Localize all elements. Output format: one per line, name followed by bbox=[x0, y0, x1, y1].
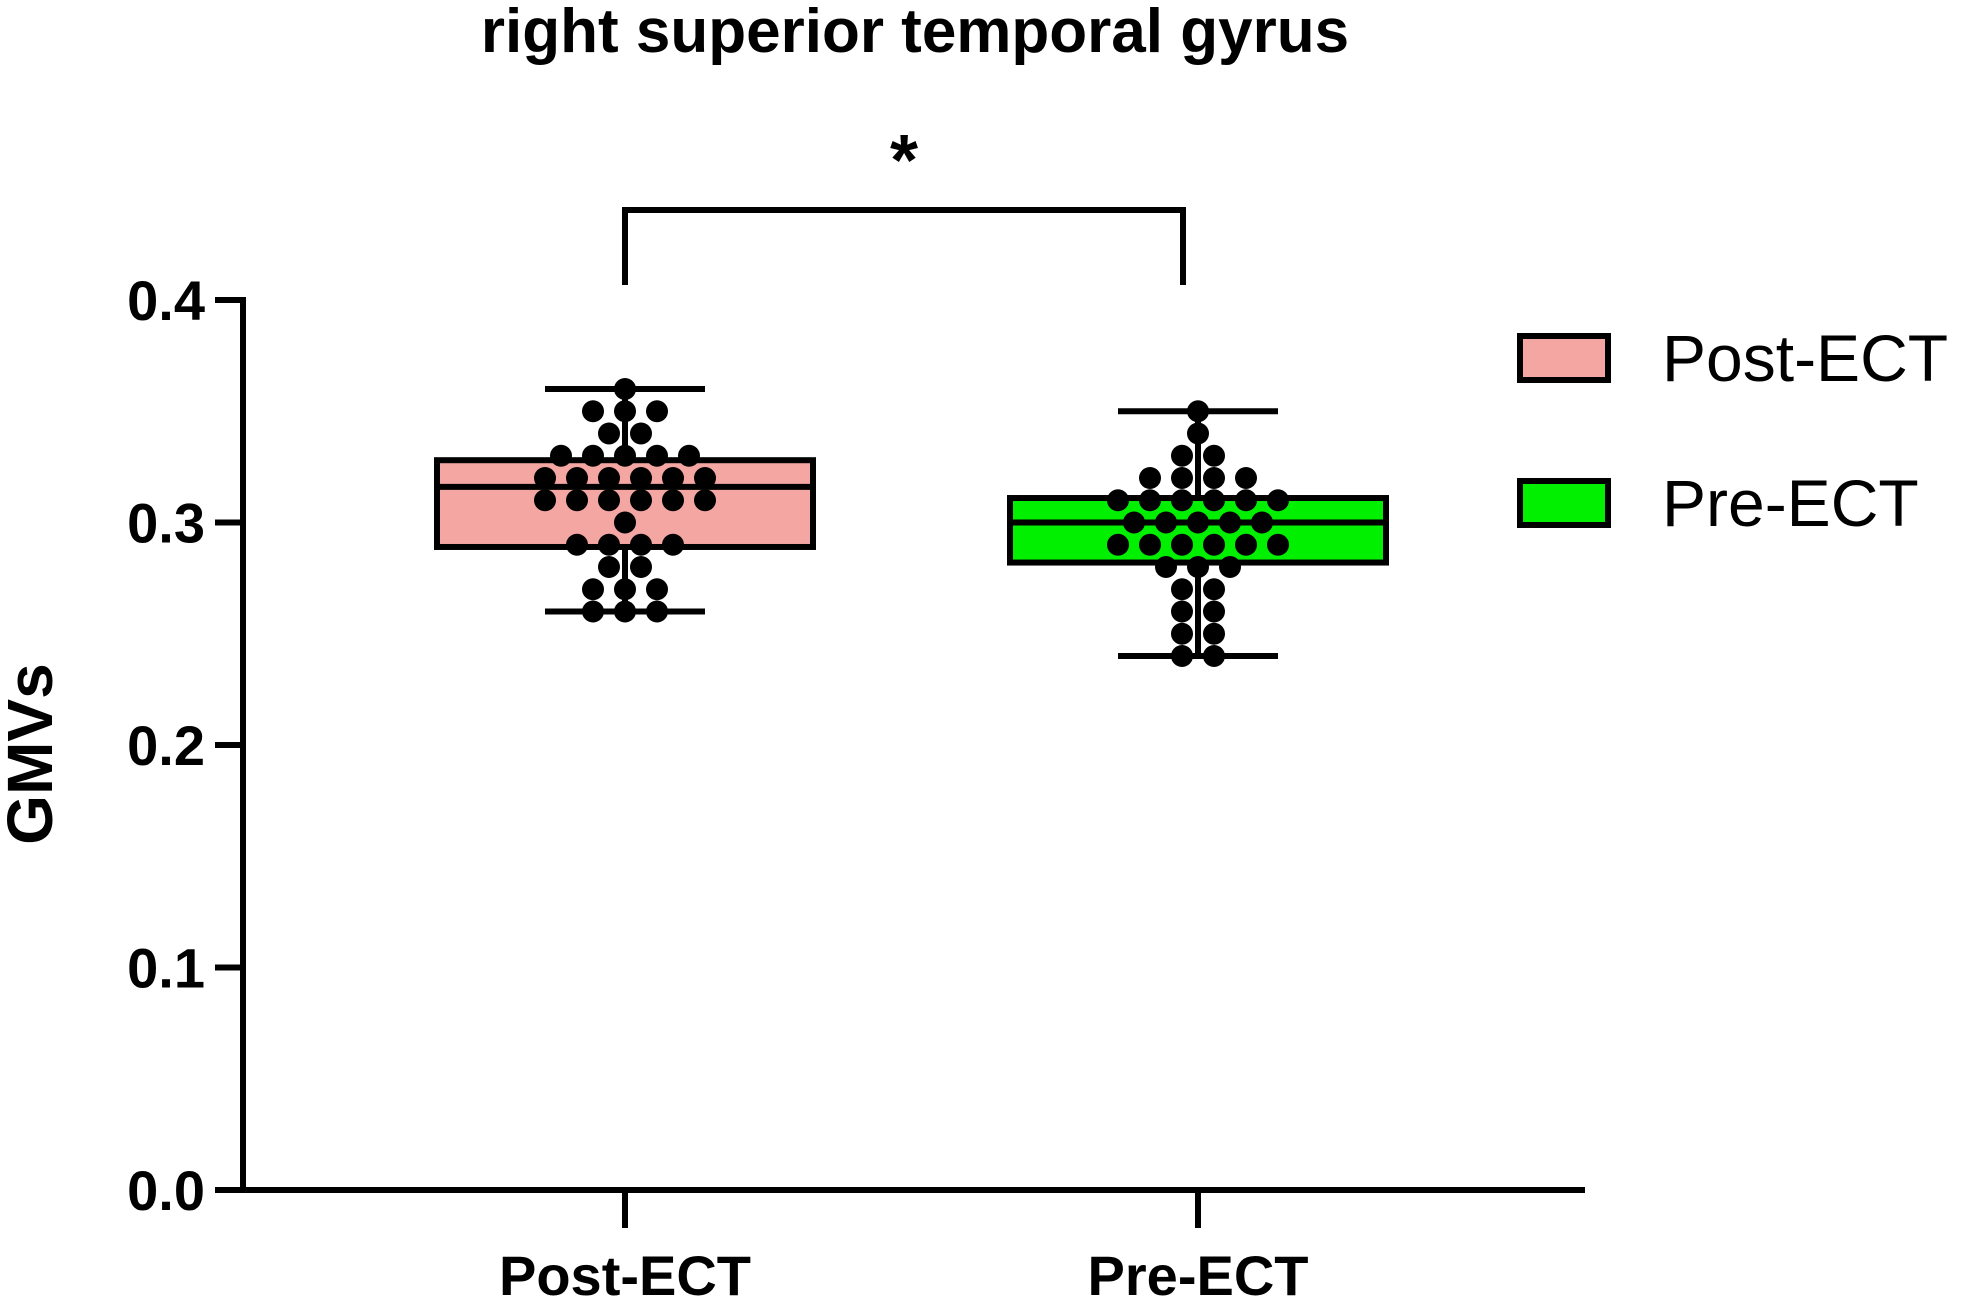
legend-swatch bbox=[1517, 478, 1611, 528]
significance-annotation: * bbox=[622, 121, 1186, 285]
data-point bbox=[598, 467, 620, 489]
data-point bbox=[662, 467, 684, 489]
data-point bbox=[630, 489, 652, 512]
data-point bbox=[1171, 645, 1193, 667]
data-point bbox=[566, 489, 588, 512]
data-point bbox=[1203, 489, 1225, 512]
significance-label: * bbox=[890, 121, 918, 201]
data-point bbox=[662, 489, 684, 512]
data-point bbox=[614, 378, 636, 400]
data-point bbox=[1171, 467, 1193, 489]
data-point bbox=[1187, 556, 1209, 578]
data-point bbox=[1171, 533, 1193, 556]
data-point bbox=[614, 400, 636, 423]
legend-swatch bbox=[1517, 333, 1611, 383]
data-point bbox=[1235, 489, 1257, 512]
box-post-ect bbox=[434, 378, 816, 623]
data-point bbox=[630, 467, 652, 489]
data-point bbox=[1203, 600, 1225, 623]
data-point bbox=[1155, 556, 1177, 578]
chart-title: right superior temporal gyrus bbox=[481, 0, 1349, 66]
legend: Post-ECT Pre-ECT bbox=[1517, 321, 1948, 540]
data-point bbox=[1107, 489, 1129, 512]
y-tick-label: 0.4 bbox=[127, 269, 205, 332]
data-point bbox=[1267, 489, 1289, 512]
data-point bbox=[1235, 467, 1257, 489]
data-point bbox=[614, 511, 636, 534]
data-point bbox=[1139, 533, 1161, 556]
data-point bbox=[646, 400, 668, 423]
y-axis-label: GMVs bbox=[0, 663, 66, 844]
data-point bbox=[1203, 645, 1225, 667]
data-point bbox=[1219, 511, 1241, 534]
data-point bbox=[646, 600, 668, 623]
data-point bbox=[1123, 511, 1145, 534]
y-tick-label: 0.0 bbox=[127, 1159, 205, 1222]
data-point bbox=[1171, 444, 1193, 467]
data-point bbox=[598, 533, 620, 556]
data-point bbox=[1187, 511, 1209, 534]
significance-bracket bbox=[622, 207, 1186, 285]
data-point bbox=[1171, 600, 1193, 623]
data-point bbox=[1107, 533, 1129, 556]
y-tick-label: 0.3 bbox=[127, 492, 205, 555]
data-point bbox=[534, 467, 556, 489]
box-series bbox=[434, 378, 1389, 667]
data-point bbox=[582, 400, 604, 423]
data-point bbox=[1203, 444, 1225, 467]
data-point bbox=[646, 578, 668, 601]
data-point bbox=[694, 489, 716, 512]
data-point bbox=[694, 467, 716, 489]
data-point bbox=[1203, 533, 1225, 556]
data-point bbox=[550, 444, 572, 467]
data-point bbox=[1203, 622, 1225, 645]
legend-entry-label: Post-ECT bbox=[1662, 321, 1948, 395]
data-point bbox=[1171, 622, 1193, 645]
data-point bbox=[1171, 489, 1193, 512]
data-point bbox=[566, 467, 588, 489]
data-point bbox=[630, 533, 652, 556]
data-point bbox=[582, 444, 604, 467]
data-point bbox=[630, 422, 652, 445]
data-point bbox=[598, 422, 620, 445]
data-point bbox=[646, 444, 668, 467]
y-tick-label: 0.2 bbox=[127, 714, 205, 777]
data-point bbox=[662, 533, 684, 556]
data-point bbox=[1171, 578, 1193, 601]
data-point bbox=[1139, 489, 1161, 512]
data-point bbox=[1235, 533, 1257, 556]
legend-entry-label: Pre-ECT bbox=[1662, 466, 1919, 540]
data-point bbox=[614, 444, 636, 467]
box-pre-ect bbox=[1007, 400, 1389, 667]
data-point bbox=[598, 489, 620, 512]
data-point bbox=[1203, 467, 1225, 489]
data-point bbox=[678, 444, 700, 467]
data-point bbox=[614, 600, 636, 623]
data-point bbox=[1155, 511, 1177, 534]
data-point bbox=[534, 489, 556, 512]
x-tick-label: Pre-ECT bbox=[1088, 1244, 1309, 1303]
data-point bbox=[1219, 556, 1241, 578]
data-point bbox=[566, 533, 588, 556]
data-point bbox=[1251, 511, 1273, 534]
data-point bbox=[1203, 578, 1225, 601]
data-point bbox=[1187, 422, 1209, 445]
data-point bbox=[1267, 533, 1289, 556]
data-point bbox=[582, 600, 604, 623]
data-point bbox=[630, 556, 652, 578]
data-point bbox=[582, 578, 604, 601]
x-tick-label: Post-ECT bbox=[499, 1244, 751, 1303]
data-point bbox=[614, 578, 636, 601]
data-point bbox=[1139, 467, 1161, 489]
data-point bbox=[1187, 400, 1209, 423]
box-rect bbox=[434, 457, 816, 550]
data-point bbox=[598, 556, 620, 578]
y-tick-label: 0.1 bbox=[127, 937, 205, 1000]
